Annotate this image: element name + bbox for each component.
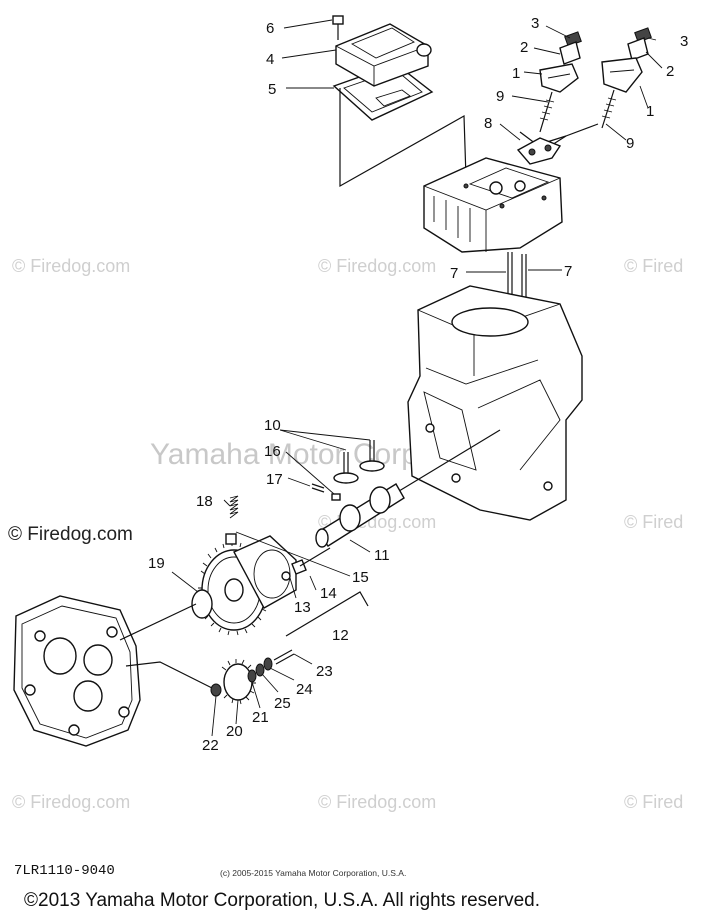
camshaft	[315, 429, 501, 548]
part-label-9: 9	[496, 88, 504, 105]
footer-copyright: ©2013 Yamaha Motor Corporation, U.S.A. A…	[24, 890, 540, 911]
governor-group	[125, 649, 295, 705]
axis-line	[299, 547, 331, 567]
part-label-22: 22	[202, 737, 219, 754]
part-label-2: 2	[520, 39, 528, 56]
part-label-5: 5	[268, 81, 276, 98]
watermark: © Fired	[624, 792, 683, 812]
part-label-6: 6	[266, 20, 274, 37]
part-label-1: 1	[646, 103, 654, 120]
part-label-3: 3	[680, 33, 688, 50]
watermark-dark: © Firedog.com	[8, 524, 133, 545]
part-label-21: 21	[252, 709, 269, 726]
part-label-8: 8	[484, 115, 492, 132]
part-label-18: 18	[196, 493, 213, 510]
watermark: © Firedog.com	[12, 256, 130, 276]
part-label-15: 15	[352, 569, 369, 586]
cam-gear-assembly	[191, 533, 369, 637]
crankcase-cover	[13, 595, 141, 747]
watermark: © Firedog.com	[318, 256, 436, 276]
label-leaders	[171, 19, 663, 737]
part-label-16: 16	[264, 443, 281, 460]
part-label-2: 2	[666, 63, 674, 80]
part-label-1: 1	[512, 65, 520, 82]
part-label-11: 11	[374, 547, 390, 564]
axis-line	[119, 603, 197, 641]
part-labels: 6 4 5 3 2 1 9 8 3 2 1 9 7 7 10 16 17 11 …	[148, 15, 688, 754]
watermark: © Fired	[624, 256, 683, 276]
diagram-code: 7LR1110-9040	[14, 863, 115, 879]
valves	[311, 440, 385, 501]
part-label-13: 13	[294, 599, 311, 616]
part-label-23: 23	[316, 663, 333, 680]
valve-cover-group	[332, 15, 434, 121]
watermark: © Fired	[624, 512, 683, 532]
part-label-20: 20	[226, 723, 243, 740]
part-label-25: 25	[274, 695, 291, 712]
part-label-9: 9	[626, 135, 634, 152]
crankcase	[407, 285, 583, 521]
part-label-7: 7	[564, 263, 572, 280]
part-label-19: 19	[148, 555, 165, 572]
part-label-7: 7	[450, 265, 458, 282]
cylinder-head	[423, 157, 563, 253]
watermark: © Firedog.com	[12, 792, 130, 812]
part-label-12: 12	[332, 627, 349, 644]
spring	[229, 495, 239, 519]
part-label-14: 14	[320, 585, 337, 602]
part-label-24: 24	[296, 681, 313, 698]
watermark: © Firedog.com	[318, 792, 436, 812]
part-label-3: 3	[531, 15, 539, 32]
part-label-4: 4	[266, 51, 274, 68]
part-label-10: 10	[264, 417, 281, 434]
small-copyright: (c) 2005-2015 Yamaha Motor Corporation, …	[220, 868, 406, 878]
part-label-17: 17	[266, 471, 283, 488]
